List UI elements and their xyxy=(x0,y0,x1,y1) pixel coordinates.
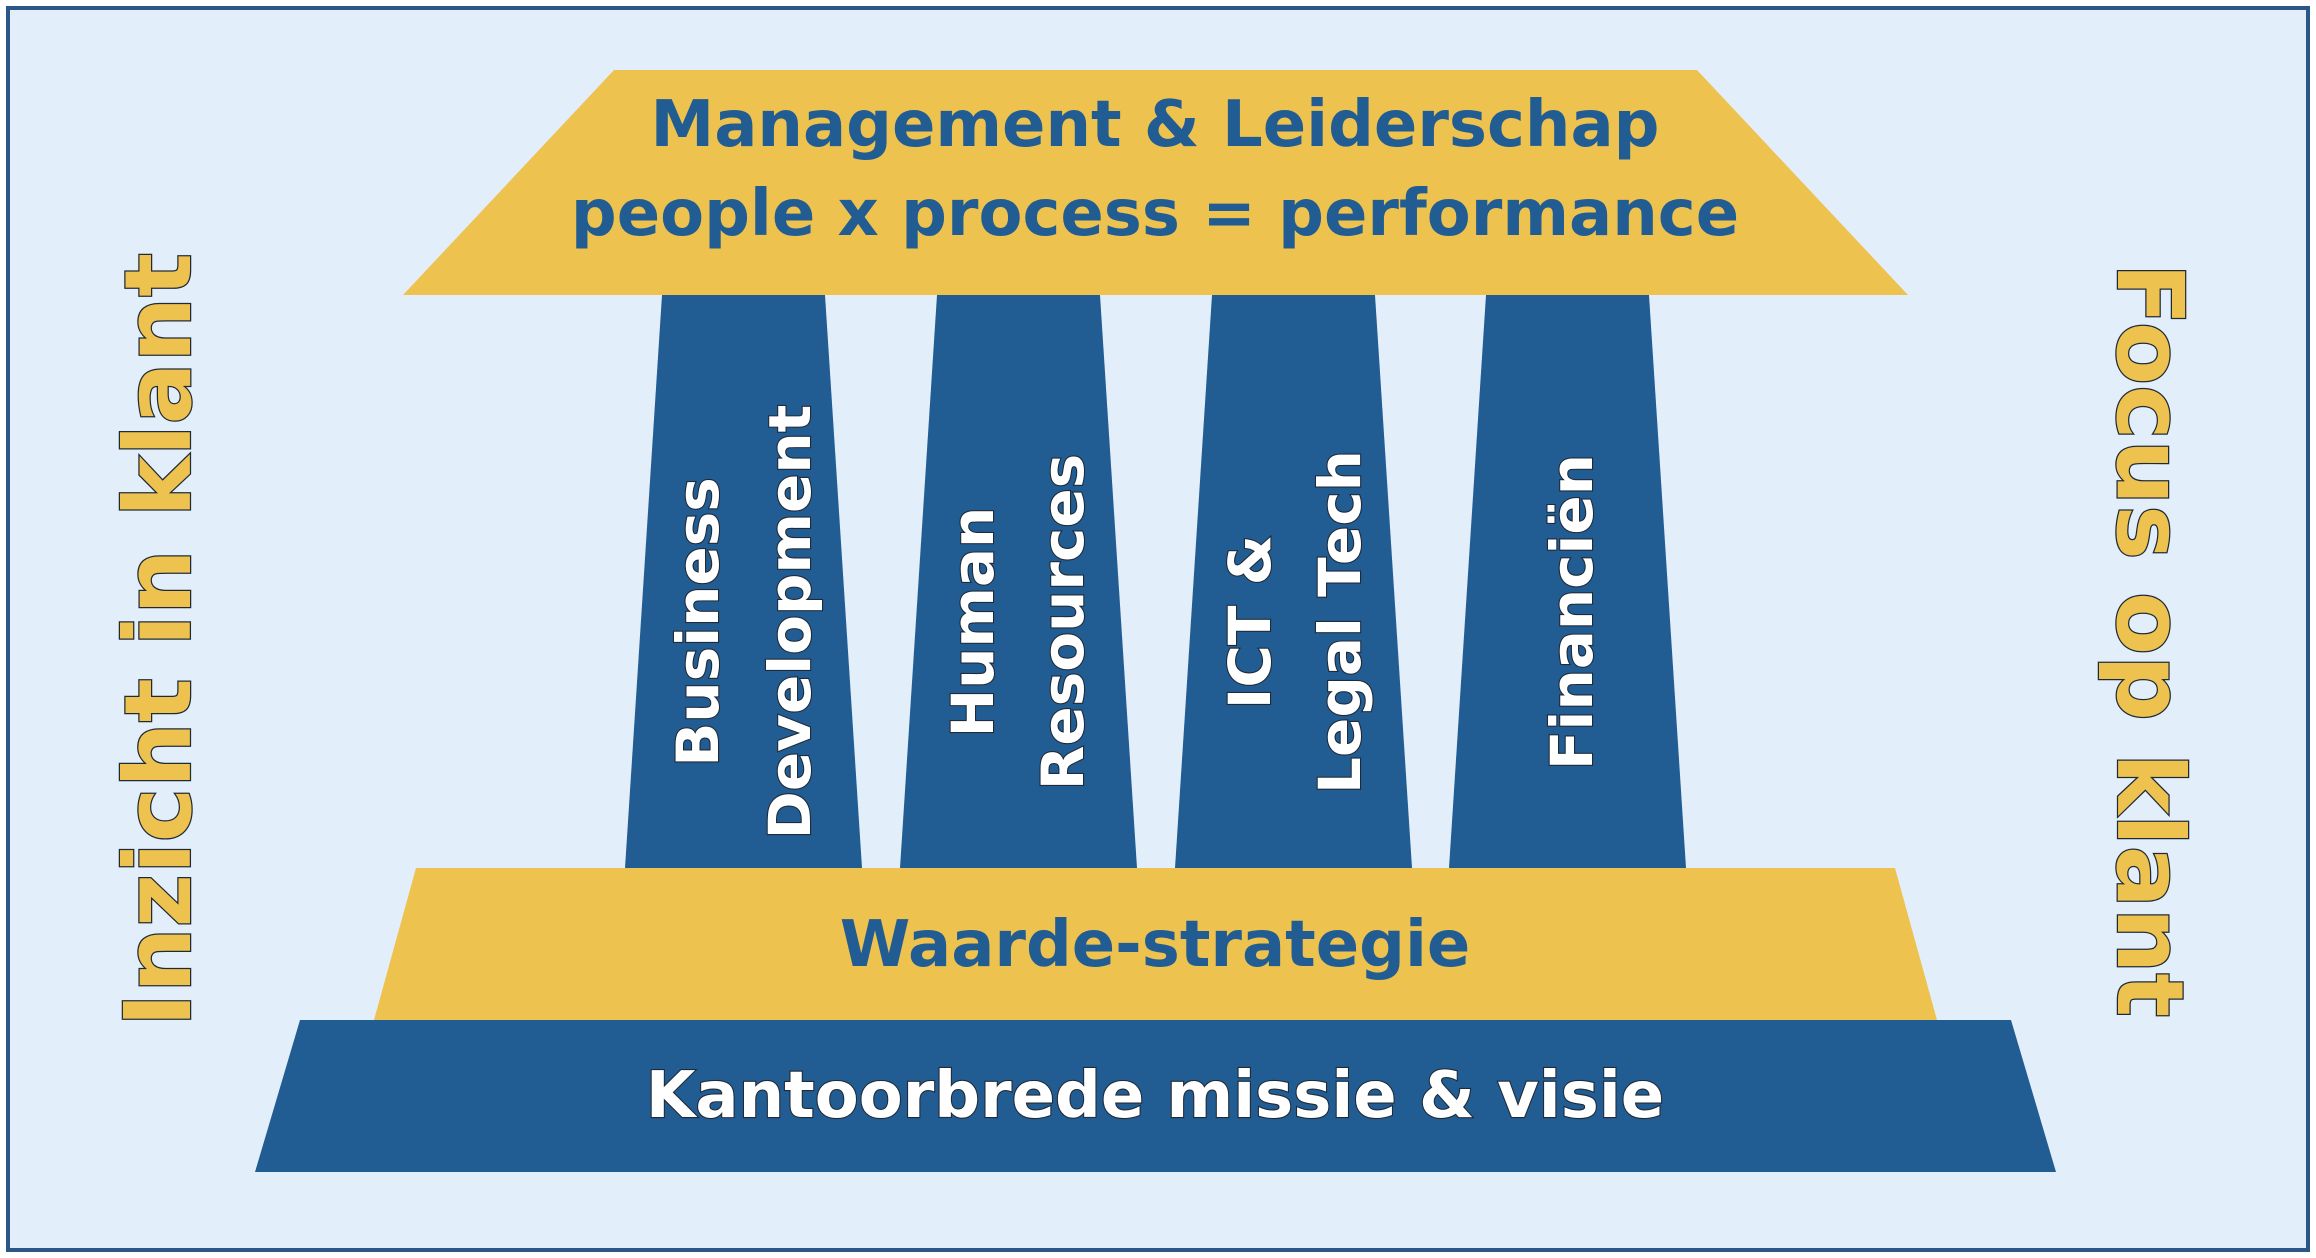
upper-base-label: Waarde-strategie xyxy=(840,908,1471,982)
lower-base-label: Kantoorbrede missie & visie xyxy=(646,1059,1664,1133)
pillar-4-label-line1: Financiën xyxy=(1538,454,1606,770)
pillar-2-label-line2: Resources xyxy=(1029,454,1097,791)
roof-shape xyxy=(403,70,1908,295)
pillar-1-label-line2: Development xyxy=(756,405,824,840)
pillar-3-label-line2: Legal Tech xyxy=(1306,450,1374,794)
pillar-ict-legal-tech xyxy=(1175,295,1412,868)
left-side-label: Inzicht in klant xyxy=(105,253,212,1027)
pillar-2-label-line1: Human xyxy=(939,507,1007,738)
pillar-1-label-line1: Business xyxy=(664,477,732,767)
roof-title: Management & Leiderschap xyxy=(651,88,1660,162)
lower-base-shape xyxy=(255,1020,2056,1172)
pillar-financien xyxy=(1449,295,1686,868)
upper-base-shape xyxy=(374,868,1937,1020)
pillar-human-resources xyxy=(900,295,1137,868)
pillar-3-label-line1: ICT & xyxy=(1216,535,1284,709)
roof-subtitle: people x process = performance xyxy=(571,177,1739,251)
pillar-business-development xyxy=(625,295,862,868)
right-side-label: Focus op klant xyxy=(2096,263,2203,1018)
